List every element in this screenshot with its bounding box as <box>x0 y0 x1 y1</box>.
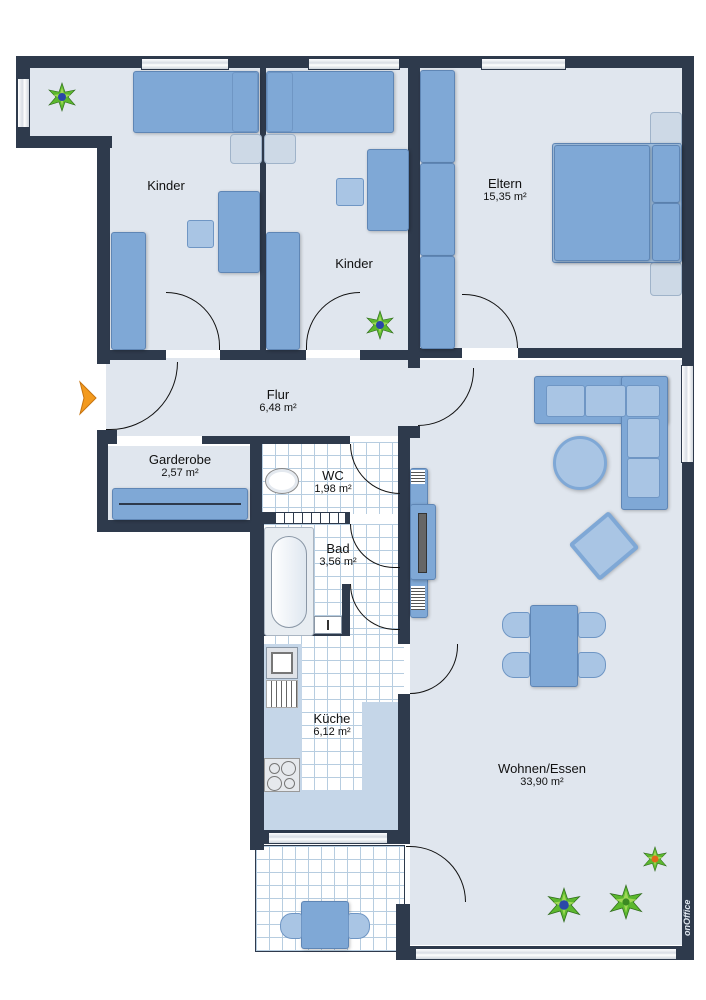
wall-kinder-divider <box>260 68 266 356</box>
window-kinder2 <box>308 58 400 70</box>
wall-flur-right-b <box>400 426 420 438</box>
wall-eltern-bottom-b <box>518 348 694 358</box>
wall-kinder1-bottom-b <box>220 350 306 360</box>
chair-kinder1 <box>187 220 214 248</box>
watermark-logo: onOffice <box>682 899 692 936</box>
kitchen-sink <box>266 647 298 679</box>
window-living-bottom <box>415 948 677 960</box>
balcony-chair-right <box>348 913 370 939</box>
sofa-cushion-1 <box>546 385 585 417</box>
wardrobe-kinder1 <box>111 232 146 350</box>
wall-eltern-bottom-a <box>420 348 462 358</box>
sofa-cushion-5 <box>627 458 660 498</box>
stove <box>264 758 300 792</box>
speaker-top <box>411 470 425 484</box>
wall-kinder2-eltern <box>408 68 420 364</box>
plant-icon <box>48 82 76 112</box>
dining-chair-3 <box>578 612 606 638</box>
wardrobe-eltern-2 <box>420 163 455 256</box>
sofa-cushion-2 <box>585 385 626 417</box>
room-label-wohnen-essen: Wohnen/Essen 33,90 m² <box>498 761 586 788</box>
dish-rack <box>266 680 298 708</box>
wall-kueche-left <box>250 520 264 850</box>
pillow-kinder1 <box>232 72 258 132</box>
nightstand-kinder2 <box>264 134 296 164</box>
desk-kinder2 <box>367 149 409 231</box>
pillow-eltern-2 <box>652 203 680 261</box>
bathtub-basin <box>271 536 307 628</box>
wall-flur-bottom-b <box>202 436 350 444</box>
wardrobe-eltern-3 <box>420 256 455 349</box>
wall-nook-bottom <box>16 136 112 148</box>
room-label-eltern: Eltern 15,35 m² <box>483 176 527 203</box>
plant-icon <box>547 887 581 923</box>
wall-flur-right <box>408 358 420 368</box>
dining-chair-4 <box>578 652 606 678</box>
room-label-kinder-2: Kinder <box>335 256 373 271</box>
plant-icon <box>609 884 643 920</box>
nightstand-eltern-top <box>650 112 682 146</box>
window-kinder1 <box>141 58 229 70</box>
wall-kinder1-left <box>97 136 110 364</box>
room-label-bad: Bad 3,56 m² <box>319 541 357 568</box>
wardrobe-rail <box>119 503 241 505</box>
nightstand-kinder1 <box>230 134 262 164</box>
pillow-kinder2 <box>267 72 293 132</box>
sink-bad <box>314 616 342 634</box>
round-coffee-table <box>553 436 607 490</box>
sofa-cushion-3 <box>626 385 660 417</box>
room-label-garderobe: Garderobe 2,57 m² <box>148 452 212 479</box>
wall-wet-right-a <box>398 426 410 644</box>
wardrobe-kinder2 <box>266 232 300 350</box>
wardrobe-garderobe <box>112 488 248 520</box>
bathtub <box>264 527 314 636</box>
chair-kinder2 <box>336 178 364 206</box>
balcony-chair-left <box>280 913 302 939</box>
dining-chair-2 <box>502 652 530 678</box>
radiator-wc <box>274 512 346 524</box>
pillow-eltern-1 <box>652 145 680 203</box>
wall-flur-bottom-a <box>97 430 117 444</box>
window-nook <box>17 78 30 128</box>
speaker-bottom <box>411 586 425 610</box>
sofa-cushion-4 <box>627 418 660 458</box>
wall-right <box>682 56 694 960</box>
room-label-kueche: Küche 6,12 m² <box>313 711 351 738</box>
dining-table <box>530 605 578 687</box>
room-label-wc: WC 1,98 m² <box>314 468 352 495</box>
toilet-wc <box>265 468 299 494</box>
room-label-flur: Flur 6,48 m² <box>259 387 297 414</box>
wall-garderobe-bottom <box>97 520 262 532</box>
window-eltern <box>481 58 566 70</box>
wall-kinder1-bottom-a <box>110 350 166 360</box>
tv-screen <box>418 513 427 573</box>
wall-garderobe-left <box>97 430 108 532</box>
entrance-arrow-icon <box>79 380 97 416</box>
room-label-kinder-1: Kinder <box>147 178 185 193</box>
plant-icon <box>366 310 394 340</box>
wall-wet-right-b <box>398 694 410 844</box>
desk-kinder1 <box>218 191 260 273</box>
window-living-right <box>681 365 694 463</box>
plant-icon <box>642 846 668 872</box>
balcony-table <box>301 901 349 949</box>
counter-kueche-right <box>362 702 398 830</box>
mattress-eltern <box>554 145 650 261</box>
wall-kinder2-bottom <box>360 350 420 360</box>
wall-bad-stub <box>342 584 350 634</box>
dining-chair-1 <box>502 612 530 638</box>
window-kueche <box>268 832 388 844</box>
wall-garderobe-wc <box>250 436 262 532</box>
nightstand-eltern-bottom <box>650 262 682 296</box>
wardrobe-eltern-1 <box>420 70 455 163</box>
